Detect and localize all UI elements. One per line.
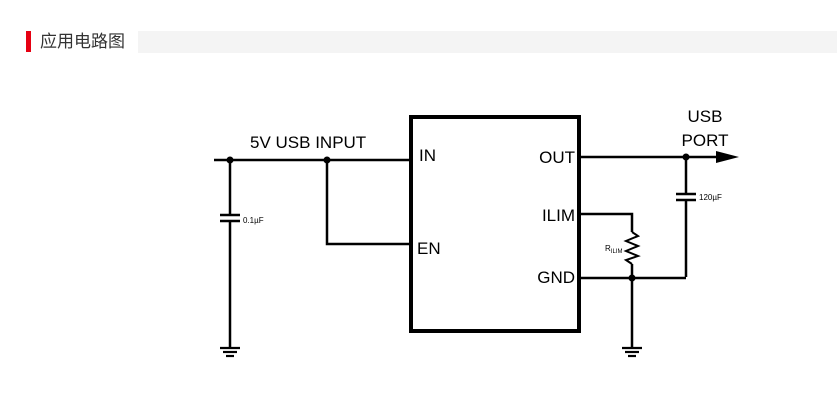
resistor-ilim xyxy=(623,231,641,265)
ilim-wire xyxy=(579,212,634,232)
junction-dot-input-cap xyxy=(226,156,234,164)
header-band xyxy=(138,31,837,53)
pin-out-label: OUT xyxy=(539,148,575,167)
junction-dot-gnd xyxy=(628,274,636,282)
output-label-line2: PORT xyxy=(682,131,729,150)
pin-in-label: IN xyxy=(419,146,436,165)
ground-symbol-input xyxy=(220,346,240,358)
resistor-label-main: R xyxy=(605,244,611,253)
output-label-line1: USB xyxy=(688,107,723,126)
junction-dot-en xyxy=(323,156,331,164)
resistor-label-sub: ILIM xyxy=(611,249,623,255)
output-cap-label: 120µF xyxy=(699,193,722,202)
input-cap-label: 0.1µF xyxy=(243,216,264,225)
pin-ilim-label: ILIM xyxy=(542,206,575,225)
junction-dot-output-cap xyxy=(682,153,690,161)
input-label: 5V USB INPUT xyxy=(250,133,366,152)
pin-gnd-label: GND xyxy=(537,268,575,287)
section-header: 应用电路图 xyxy=(0,28,837,56)
pin-en-label: EN xyxy=(417,239,441,258)
output-arrow xyxy=(716,151,739,163)
accent-bar xyxy=(26,31,31,52)
section-title: 应用电路图 xyxy=(40,32,125,52)
resistor-label: RILIM xyxy=(605,244,622,255)
ground-symbol-output xyxy=(622,346,642,358)
en-wire xyxy=(325,160,411,246)
ic-body xyxy=(409,115,581,333)
